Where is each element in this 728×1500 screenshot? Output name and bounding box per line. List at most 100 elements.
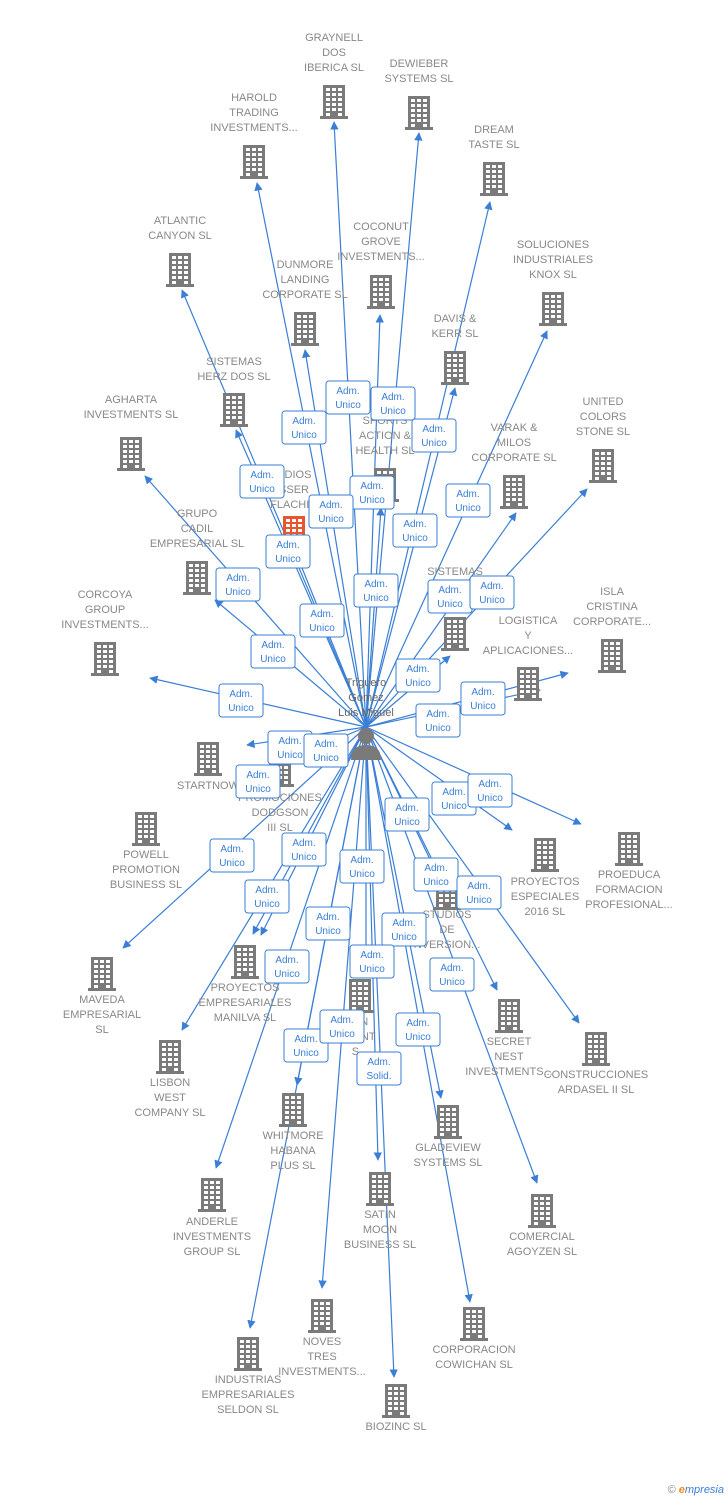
building-icon[interactable]: [582, 1032, 610, 1066]
company-label[interactable]: HABANA: [270, 1145, 316, 1157]
building-icon[interactable]: [91, 642, 119, 676]
company-label[interactable]: POWELL: [123, 849, 169, 861]
building-icon[interactable]: [514, 667, 542, 701]
company-node-secret[interactable]: SECRETNESTINVESTMENTS...: [465, 999, 553, 1078]
company-label[interactable]: GRUPO: [177, 508, 218, 520]
company-label[interactable]: MOON: [363, 1224, 397, 1236]
company-label[interactable]: PROYECTOS: [511, 876, 580, 888]
building-icon[interactable]: [367, 275, 395, 309]
company-node-dunmore[interactable]: DUNMORE LANDING CORPORATE SL: [262, 259, 348, 346]
building-icon[interactable]: [382, 1384, 410, 1418]
building-icon[interactable]: [441, 617, 469, 651]
company-node-isla[interactable]: ISLACRISTINACORPORATE...: [573, 586, 651, 673]
company-label[interactable]: DUNMORE: [277, 259, 334, 271]
role-badge[interactable]: Adm.Unico: [265, 534, 311, 569]
company-label[interactable]: KNOX SL: [529, 269, 577, 281]
company-label[interactable]: INVESTMENTS SL: [84, 409, 179, 421]
role-badge[interactable]: Adm.Unico: [384, 797, 430, 832]
company-label[interactable]: AGHARTA: [105, 394, 158, 406]
role-badge[interactable]: Adm.Unico: [469, 575, 515, 610]
role-badge[interactable]: Adm.Unico: [267, 730, 313, 765]
company-label[interactable]: FLACHIO: [270, 499, 318, 511]
company-label[interactable]: PROMOTION: [112, 864, 180, 876]
company-label[interactable]: DOS: [322, 47, 346, 59]
brand-logo[interactable]: empresia: [678, 1484, 724, 1496]
company-label[interactable]: III SL: [267, 822, 293, 834]
company-label[interactable]: SISTEMAS: [206, 356, 262, 368]
company-label[interactable]: CORPORATE...: [573, 616, 651, 628]
company-node-grupo_cadil[interactable]: GRUPO CADIL EMPRESARIAL SL: [150, 508, 244, 595]
person-name[interactable]: Luis Miguel: [338, 707, 394, 719]
building-icon[interactable]: [279, 1093, 307, 1127]
company-label[interactable]: LISBON: [150, 1077, 190, 1089]
company-label[interactable]: AGOYZEN SL: [507, 1246, 577, 1258]
building-icon[interactable]: [166, 253, 194, 287]
role-badge[interactable]: Adm.Unico: [413, 857, 459, 892]
company-label[interactable]: INVESTMENTS...: [337, 251, 424, 263]
company-node-logistica[interactable]: LOGISTICAYAPLICACIONES...: [483, 615, 573, 701]
building-icon[interactable]: [495, 999, 523, 1033]
building-icon[interactable]: [460, 1307, 488, 1341]
company-label[interactable]: TRADING: [229, 107, 279, 119]
company-label[interactable]: ARDASEL II SL: [558, 1084, 635, 1096]
company-label[interactable]: PROEDUCA: [598, 869, 661, 881]
company-label[interactable]: CORCOYA: [78, 589, 133, 601]
company-label[interactable]: 2016 SL: [525, 906, 566, 918]
role-badge[interactable]: Adm.Unico: [281, 410, 327, 445]
building-icon[interactable]: [320, 85, 348, 119]
company-label[interactable]: NOVES: [303, 1336, 342, 1348]
company-node-corcoya[interactable]: CORCOYAGROUPINVESTMENTS...: [61, 589, 149, 676]
company-node-sistemas_herz[interactable]: SISTEMAS HERZ DOS SL: [197, 356, 271, 427]
company-label[interactable]: LANDING: [281, 274, 330, 286]
company-label[interactable]: HEALTH SL: [355, 445, 414, 457]
role-badge[interactable]: Adm.Unico: [460, 681, 506, 716]
company-label[interactable]: ACTION &: [359, 430, 412, 442]
company-label[interactable]: GLADEVIEW: [415, 1142, 481, 1154]
company-label[interactable]: GROUP: [85, 604, 125, 616]
company-label[interactable]: CORPORACION: [432, 1344, 515, 1356]
company-node-proeduca[interactable]: PROEDUCAFORMACIONPROFESIONAL...: [585, 832, 673, 911]
building-icon[interactable]: [194, 742, 222, 776]
company-label[interactable]: DEWIEBER: [390, 58, 449, 70]
building-icon[interactable]: [132, 812, 160, 846]
building-icon[interactable]: [434, 1105, 462, 1139]
role-badge[interactable]: Adm.Unico: [244, 879, 290, 914]
role-badge[interactable]: Adm.Solid.: [356, 1051, 402, 1086]
company-label[interactable]: CORPORATE SL: [262, 289, 347, 301]
company-label[interactable]: INVESTMENTS...: [465, 1066, 552, 1078]
building-icon[interactable]: [88, 957, 116, 991]
company-label[interactable]: NVERSION...: [414, 939, 481, 951]
company-label[interactable]: INDUSTRIALES: [513, 254, 593, 266]
role-badge[interactable]: Adm.Unico: [427, 579, 473, 614]
role-badge[interactable]: Adm.Unico: [339, 849, 385, 884]
role-badge[interactable]: Adm.Unico: [218, 683, 264, 718]
company-label[interactable]: HERZ DOS SL: [197, 371, 270, 383]
role-badge[interactable]: Adm.Unico: [349, 944, 395, 979]
role-badge[interactable]: Adm.Unico: [319, 1009, 365, 1044]
company-label[interactable]: SISTEMAS: [427, 566, 483, 578]
company-label[interactable]: CADIL: [181, 523, 213, 535]
building-icon[interactable]: [598, 639, 626, 673]
building-icon[interactable]: [531, 838, 559, 872]
company-node-harold[interactable]: HAROLDTRADINGINVESTMENTS...: [210, 92, 298, 179]
company-label[interactable]: LOGISTICA: [499, 615, 558, 627]
company-label[interactable]: STUDIOS: [423, 909, 472, 921]
company-label[interactable]: EMPRESARIAL SL: [150, 538, 244, 550]
company-label[interactable]: STONE SL: [576, 426, 630, 438]
person-icon[interactable]: [351, 728, 381, 760]
role-badge[interactable]: Adm.Unico: [239, 464, 285, 499]
company-label[interactable]: WEST: [154, 1092, 186, 1104]
company-label[interactable]: HAROLD: [231, 92, 277, 104]
company-label[interactable]: DAVIS &: [434, 313, 477, 325]
company-label[interactable]: ATLANTIC: [154, 215, 206, 227]
person-name[interactable]: Gomez: [348, 692, 383, 704]
